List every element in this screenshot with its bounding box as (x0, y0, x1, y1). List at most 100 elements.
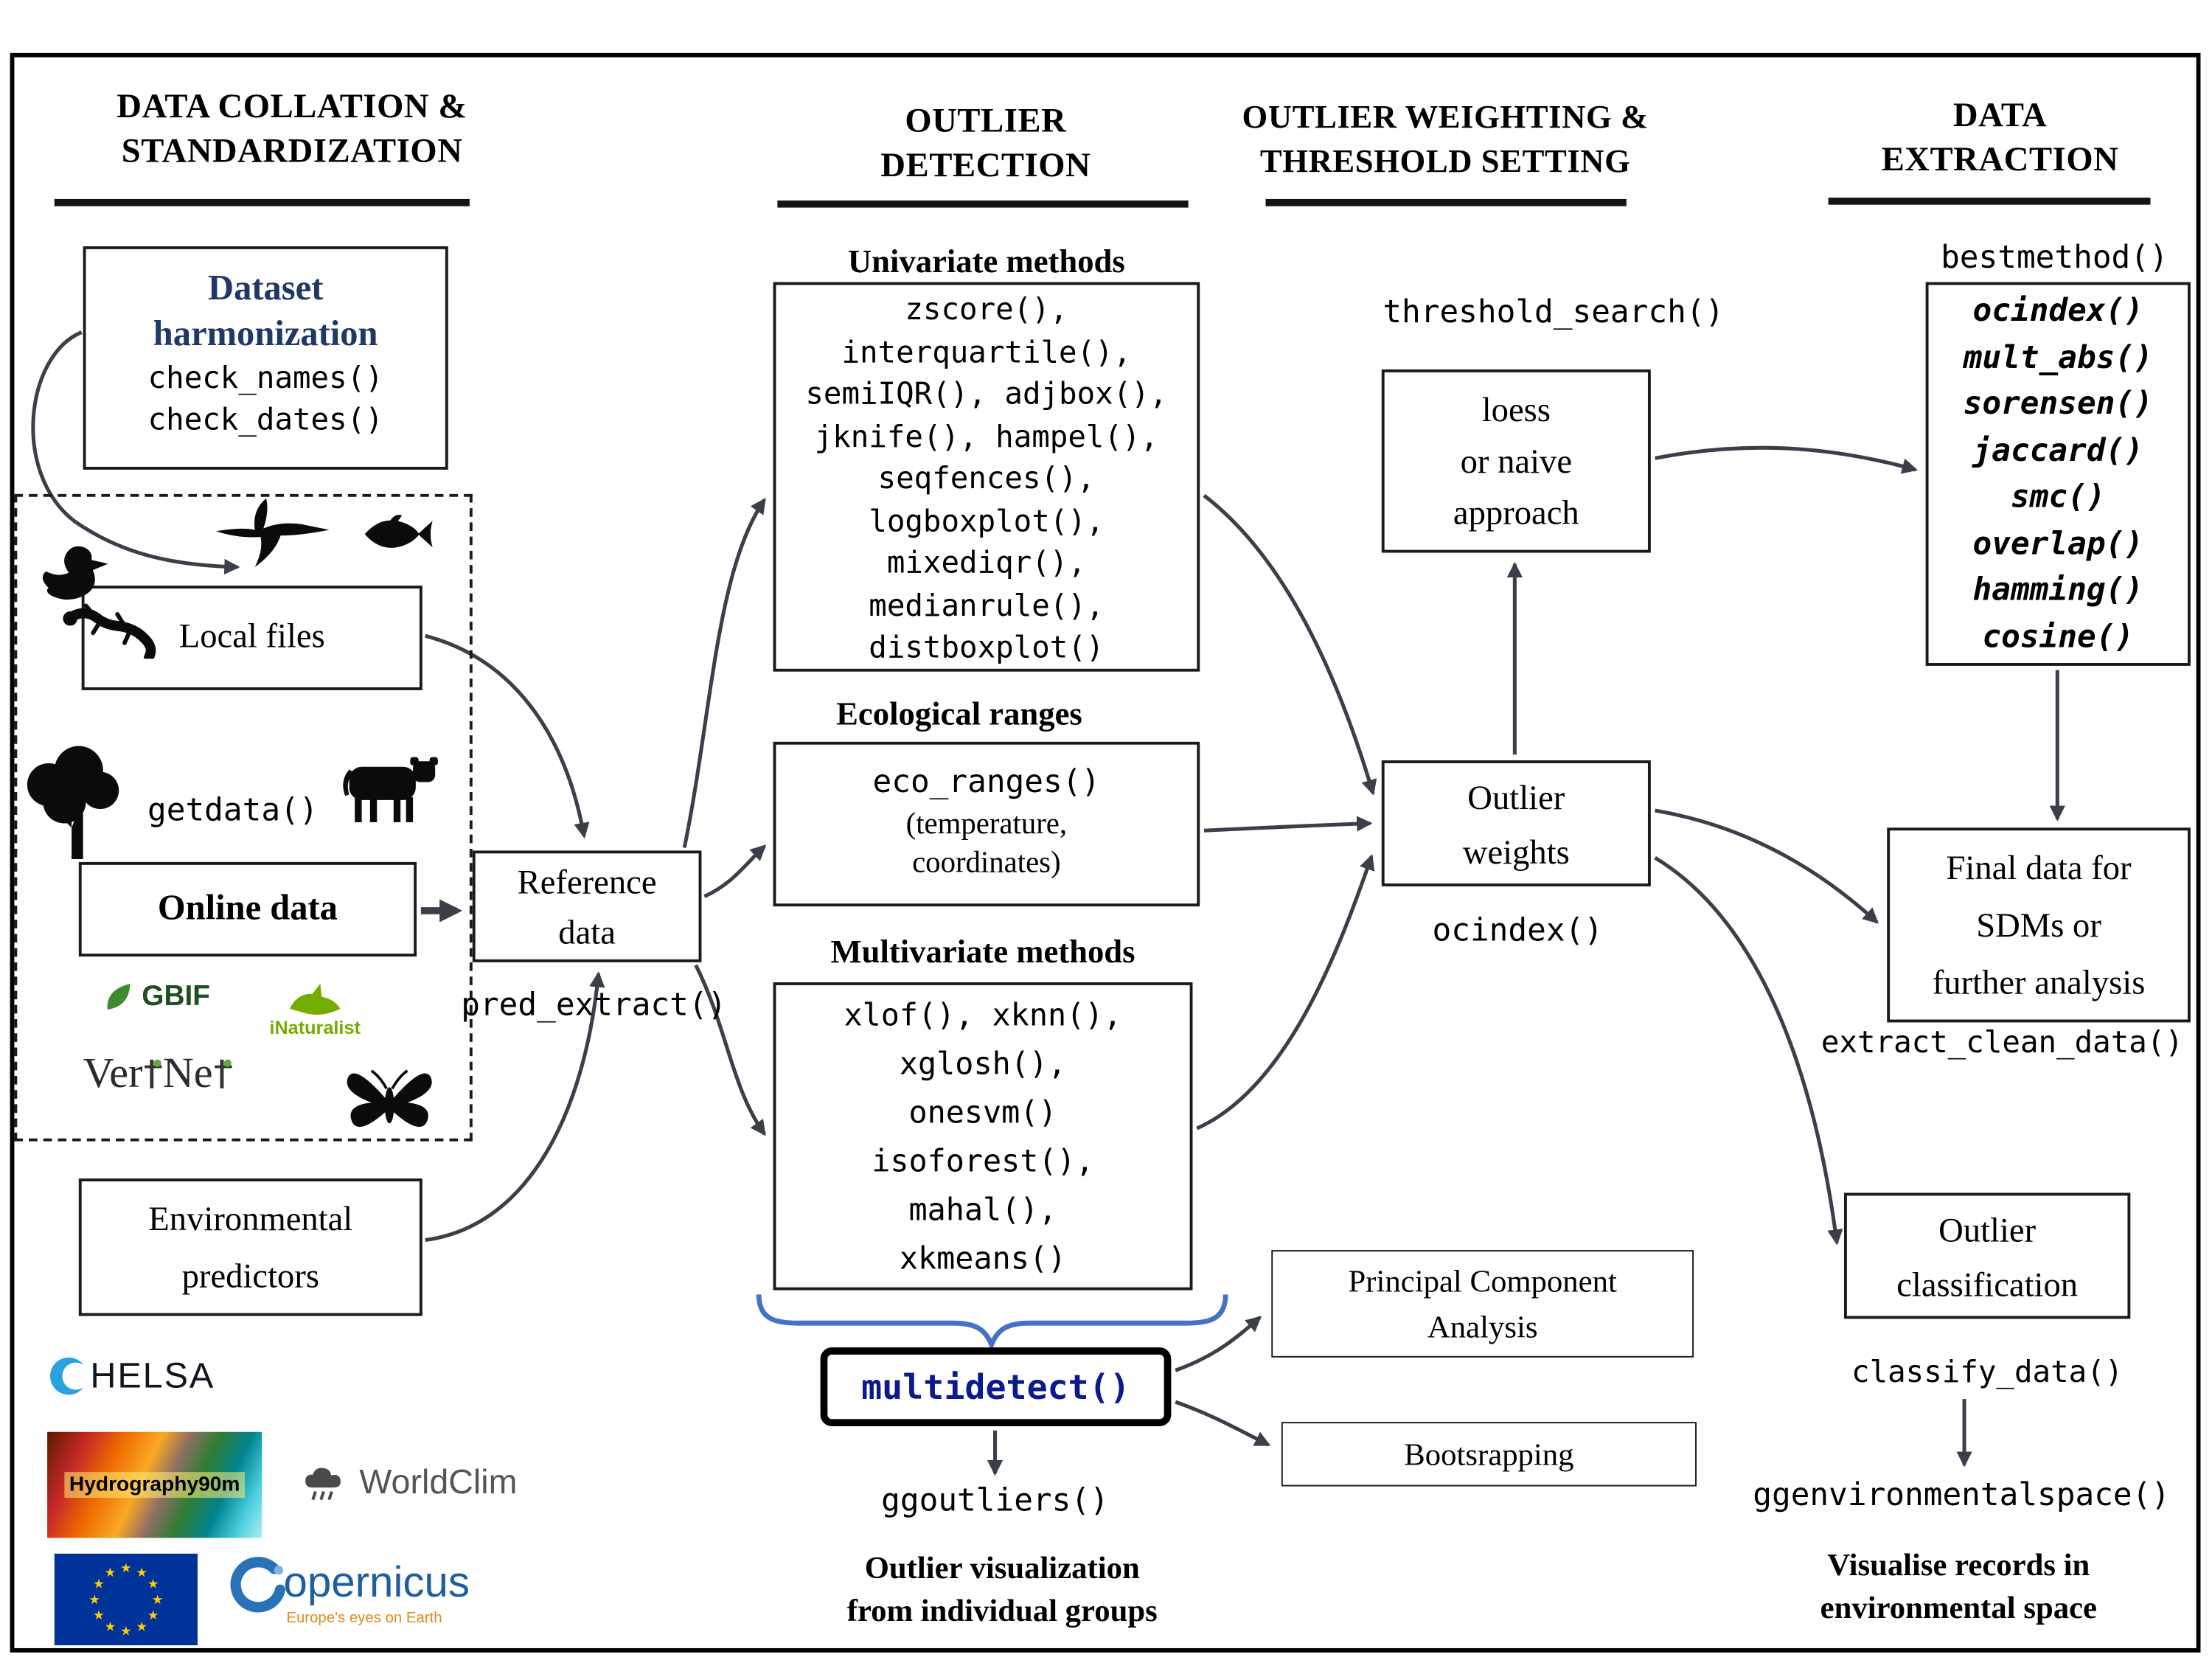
metric-line: smc() (2010, 479, 2106, 516)
online-data-label: Online data (157, 889, 338, 928)
header-underline-4 (1828, 197, 2151, 205)
bootstrapping-label: Bootsrapping (1404, 1435, 1574, 1472)
inaturalist-bird-icon (289, 983, 341, 1015)
getdata-code: getdata() (147, 793, 319, 830)
ecological-ranges-box: eco_ranges() (temperature, coordinates) (773, 741, 1200, 907)
header-underline-2 (777, 200, 1189, 208)
gbif-label: GBIF (142, 980, 211, 1012)
inaturalist-logo: iNaturalist (258, 979, 372, 1038)
vertnet-pole-bird-icon (214, 1059, 232, 1088)
brace-multivariate-group (756, 1294, 1228, 1352)
svg-text:★: ★ (136, 1620, 147, 1635)
caption-line: from individual groups (846, 1592, 1158, 1628)
gbif-leaf-icon (107, 983, 131, 1010)
multidetect-code: multidetect() (861, 1366, 1130, 1407)
copernicus-c-icon (230, 1557, 286, 1613)
outlier-weights-line: Outlier (1467, 780, 1565, 818)
svg-text:★: ★ (147, 1577, 159, 1591)
header-line: OUTLIER (905, 103, 1067, 141)
univariate-method-line: medianrule(), (869, 588, 1105, 622)
classify-data-code: classify_data() (1851, 1354, 2124, 1389)
ggenvironmentalspace-code: ggenvironmentalspace() (1753, 1477, 2171, 1514)
eco-ranges-code: eco_ranges() (872, 764, 1101, 801)
salamander-icon (63, 603, 156, 659)
univariate-method-line: interquartile(), (841, 334, 1132, 369)
svg-text:★: ★ (105, 1566, 116, 1580)
arrow-univariate-to-weights (1203, 493, 1377, 796)
pca-line: Principal Component (1348, 1263, 1617, 1299)
multivariate-method-line: mahal(), (908, 1192, 1057, 1229)
eco-ranges-subline: (temperature, (905, 806, 1068, 841)
arrow-harmonization-to-sources (31, 330, 240, 575)
copernicus-label: opernicus (283, 1559, 470, 1607)
svg-text:★: ★ (105, 1620, 116, 1635)
vertnet-text-part: Ver (83, 1049, 143, 1097)
ocindex-code: ocindex() (1432, 913, 1604, 950)
header-data-collation: DATA COLLATION & STANDARDIZATION (40, 86, 543, 175)
worldclim-label: WorldClim (359, 1463, 518, 1502)
bestmethod-metrics-box: ocindex() mult_abs() sorensen() jaccard(… (1925, 282, 2191, 666)
arrow-multidetect-to-bootstrap (1175, 1400, 1271, 1447)
multivariate-method-line: xkmeans() (899, 1241, 1067, 1278)
header-data-extraction: DATA EXTRACTION (1835, 94, 2165, 183)
arrow-weights-to-classification (1654, 855, 1843, 1246)
svg-text:★: ★ (93, 1608, 105, 1623)
pca-line: Analysis (1427, 1308, 1538, 1345)
hydrography90m-label: Hydrography90m (65, 1472, 245, 1498)
pca-box: Principal Component Analysis (1271, 1250, 1694, 1358)
chelsa-logo: HELSA (47, 1352, 215, 1400)
cow-icon (343, 757, 438, 822)
online-data-box: Online data (78, 861, 417, 957)
vertnet-logo: Ver Ne (83, 1049, 233, 1098)
bestmethod-code: bestmethod() (1941, 240, 2168, 277)
classification-line: Outlier (1938, 1212, 2037, 1251)
loess-line: loess (1481, 392, 1551, 430)
chelsa-label: HELSA (90, 1355, 215, 1396)
arrow-reference-to-multivariate (694, 964, 766, 1136)
caption-line: environmental space (1820, 1589, 2097, 1625)
environmental-predictors-box: Environmental predictors (78, 1178, 422, 1316)
header-line: THRESHOLD SETTING (1259, 143, 1631, 179)
arrow-envpred-to-reference (425, 971, 605, 1243)
chelsa-c-icon (49, 1357, 90, 1395)
ecological-ranges-heading: Ecological ranges (836, 695, 1082, 732)
univariate-method-line: distboxplot() (869, 630, 1105, 664)
loess-line: approach (1453, 495, 1579, 533)
header-line: OUTLIER WEIGHTING & (1242, 98, 1649, 135)
local-files-label: Local files (178, 618, 325, 656)
metric-line: ocindex() (1972, 294, 2144, 330)
gbif-logo: GBIF (103, 979, 210, 1014)
header-outlier-detection: OUTLIER DETECTION (780, 100, 1191, 189)
pred-extract-code: pred_extract() (461, 987, 727, 1024)
svg-text:★: ★ (120, 1561, 132, 1576)
metric-line: cosine() (1982, 619, 2135, 656)
ggoutliers-code: ggoutliers() (881, 1483, 1109, 1520)
header-line: EXTRACTION (1881, 142, 2119, 179)
outlier-classification-box: Outlier classification (1843, 1192, 2131, 1319)
metric-line: jaccard() (1972, 433, 2144, 469)
dataset-harmonization-box: Dataset harmonization check_names() chec… (83, 246, 448, 470)
worldclim-logo: WorldClim (301, 1461, 518, 1507)
multivariate-methods-box: xlof(), xknn(), xglosh(), onesvm() isofo… (773, 982, 1193, 1291)
tree-icon (27, 746, 119, 860)
header-underline-3 (1265, 198, 1627, 206)
arrow-reference-to-eco (703, 844, 767, 898)
multivariate-method-line: isoforest(), (872, 1144, 1094, 1181)
loess-line: or naive (1460, 443, 1573, 482)
worldclim-cloud-icon (305, 1468, 341, 1501)
extract-clean-data-code: extract_clean_data() (1820, 1025, 2183, 1060)
metric-line: hamming() (1972, 572, 2144, 609)
final-data-line: Final data for (1946, 850, 2132, 888)
multidetect-box: multidetect() (820, 1347, 1172, 1426)
svg-text:★: ★ (136, 1566, 147, 1580)
inaturalist-label: iNaturalist (269, 1016, 361, 1038)
arrow-multivariate-to-weights (1196, 854, 1375, 1131)
occurrence-sources-group (14, 493, 473, 1142)
reference-data-line: Reference (517, 864, 657, 903)
univariate-method-line: seqfences(), (877, 461, 1096, 496)
env-predictors-line: Environmental (148, 1201, 353, 1239)
header-outlier-weighting: OUTLIER WEIGHTING & THRESHOLD SETTING (1220, 94, 1671, 183)
univariate-methods-heading: Univariate methods (847, 243, 1125, 279)
